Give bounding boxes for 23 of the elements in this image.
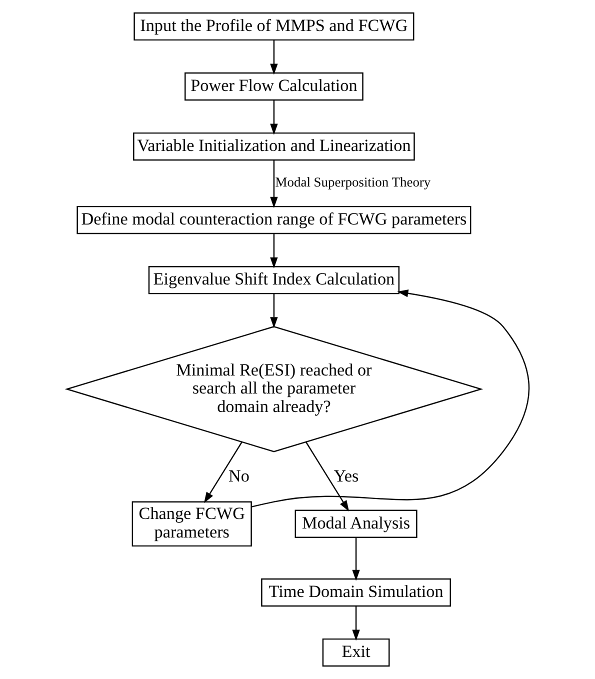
arrow: [270, 100, 278, 135]
node-box: Time Domain Simulation: [260, 578, 450, 607]
node-box: Variable Initialization and Linearization: [132, 132, 414, 161]
arrow: [250, 290, 530, 508]
arrow: [305, 442, 349, 512]
arrow: [270, 294, 278, 328]
node-box: Change FCWG parameters: [131, 501, 252, 547]
arrow: [270, 160, 278, 208]
node-box: Power Flow Calculation: [184, 72, 363, 101]
arrow: [352, 538, 360, 581]
node-box: Modal Analysis: [294, 510, 417, 538]
arrow: [270, 234, 278, 268]
node-diamond: Minimal Re(ESI) reached or search all the parameter domain already?: [64, 326, 483, 452]
node-box: Define modal counteraction range of FCWG parameters: [76, 206, 471, 234]
node-box: Exit: [322, 638, 390, 667]
edge-label: No: [228, 466, 250, 486]
arrow: [203, 442, 242, 504]
node-box: Input the Profile of MMPS and FCWG: [133, 12, 414, 41]
edge-label: Modal Superposition Theory: [274, 174, 430, 190]
arrow: [352, 606, 360, 641]
arrow: [270, 40, 278, 75]
node-box: Eigenvalue Shift Index Calculation: [148, 266, 400, 294]
edge-label: Yes: [333, 466, 358, 486]
